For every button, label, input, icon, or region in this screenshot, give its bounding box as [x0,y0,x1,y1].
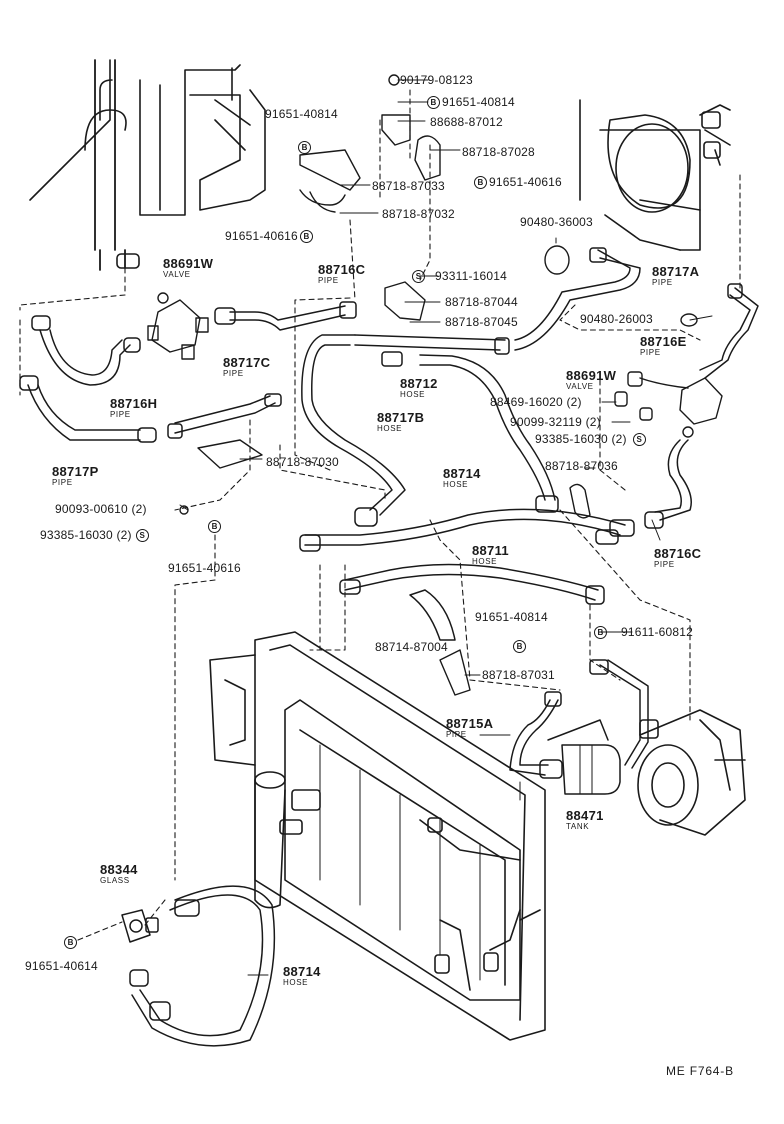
condenser [209,631,546,1041]
brackets [179,74,698,696]
bolt-badge: B [513,640,526,654]
diagram-reference: ME F764-B [666,1064,734,1078]
part-91651-40616-c: 91651-40616 [168,561,241,575]
evaporator-housing [29,59,266,271]
part-91651-40814-c: 91651-40814 [475,610,548,624]
pipe-network [19,247,759,1047]
expansion-valve-left [147,292,209,360]
badge-b-top-left: B [296,139,313,157]
bolt-badge: B [208,520,221,534]
part-88718-87032: 88718-87032 [382,207,455,221]
part-90093-00610: 90093-00610 (2) [55,502,147,516]
bolt-badge: B [299,230,313,244]
bolt-badge: B [474,176,487,190]
part-91651-40814-top: 91651-40814 [265,107,338,121]
label-leaders [179,79,713,976]
bolt-badge: B [64,936,77,950]
bolt-badge: B [298,141,311,155]
part-93385-16030-right: 93385-16030 (2)S [535,433,648,447]
part-88469-16020: 88469-16020 (2) [490,395,582,409]
part-88718-87028: 88718-87028 [462,145,535,159]
part-90480-36003: 90480-36003 [520,215,593,229]
part-90099-32119: 90099-32119 (2) [510,415,601,429]
compressor [637,709,746,836]
expansion-valve-right [614,371,723,438]
part-88688-87012: 88688-87012 [430,115,503,129]
screw-badge: S [135,529,149,543]
sight-glass [121,909,159,943]
screw-badge: S [632,433,646,447]
bolt-badge: B [427,96,440,110]
part-88714-87004: 88714-87004 [375,640,448,654]
blower-case [579,99,731,251]
part-88718-87030: 88718-87030 [266,455,339,469]
part-93385-16030-left: 93385-16030 (2)S [40,529,151,543]
part-88718-87045: 88718-87045 [445,315,518,329]
part-88718-87044: 88718-87044 [445,295,518,309]
part-88718-87036: 88718-87036 [545,459,618,473]
screw-badge: S [412,270,425,284]
part-90179-08123: 90179-08123 [400,73,473,87]
badge-b-left-mid: B [206,518,223,536]
part-88718-87031: 88718-87031 [482,668,555,682]
badge-b-center: B [511,638,528,656]
badge-b-bottom-left: B [62,934,79,952]
bolt-badge: B [594,626,607,640]
part-90480-26003: 90480-26003 [580,312,653,326]
part-88718-87033: 88718-87033 [372,179,445,193]
part-91651-40614: 91651-40614 [25,959,98,973]
receiver-tank [539,719,621,795]
